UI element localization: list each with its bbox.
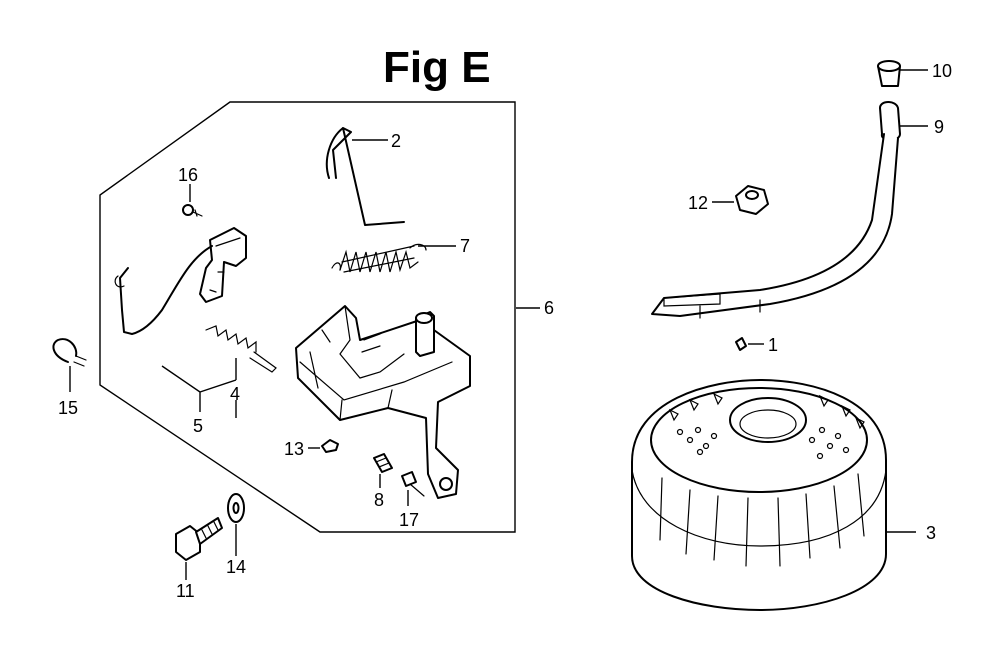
callout-8: 8 xyxy=(374,490,384,510)
part-1-key xyxy=(735,337,747,351)
callout-6: 6 xyxy=(544,298,554,318)
callout-17: 17 xyxy=(399,510,419,530)
part-14-washer xyxy=(227,493,245,523)
callout-5: 5 xyxy=(193,416,203,436)
part-17-screw xyxy=(401,471,425,497)
part-4-spring xyxy=(205,325,277,373)
part-10-cap xyxy=(877,60,901,87)
callout-14: 14 xyxy=(226,557,246,577)
callout-1: 1 xyxy=(768,335,778,355)
callout-2: 2 xyxy=(391,131,401,151)
callout-15: 15 xyxy=(58,398,78,418)
assembly-group-outline xyxy=(99,101,516,533)
part-6-control-base xyxy=(295,305,471,499)
callout-12: 12 xyxy=(688,193,708,213)
part-2-rod xyxy=(325,127,405,226)
part-7-spring xyxy=(331,243,427,273)
callout-16: 16 xyxy=(178,165,198,185)
part-13-nut xyxy=(321,439,339,453)
leader-lines xyxy=(69,69,928,580)
part-9-arm xyxy=(651,101,901,319)
callout-13: 13 xyxy=(284,439,304,459)
flywheel-vent-holes xyxy=(676,426,850,460)
callout-7: 7 xyxy=(460,236,470,256)
callout-4: 4 xyxy=(230,384,240,404)
callout-3: 3 xyxy=(926,523,936,543)
part-12-nut xyxy=(735,185,769,215)
part-3-flywheel xyxy=(631,379,887,611)
part-8-screw xyxy=(373,453,393,473)
part-11-bolt xyxy=(175,517,223,561)
part-16-screw xyxy=(182,204,203,217)
callout-11: 11 xyxy=(176,581,195,601)
figure-title: Fig E xyxy=(383,43,491,92)
part-5-lever xyxy=(114,227,247,335)
part-15-clip xyxy=(52,338,87,367)
callout-9: 9 xyxy=(934,117,944,137)
callout-10: 10 xyxy=(932,61,952,81)
